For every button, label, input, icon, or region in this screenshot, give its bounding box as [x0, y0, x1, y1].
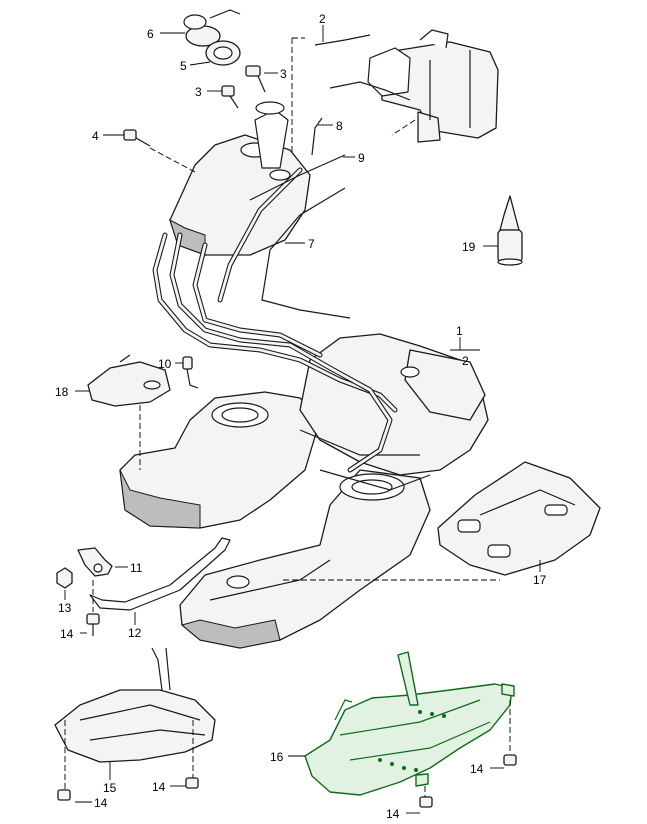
heat-shield-17[interactable]	[437, 461, 601, 576]
leader-lines	[64, 25, 541, 814]
callout-10: 10	[158, 357, 172, 371]
callout-16: 16	[270, 750, 284, 764]
callout-3-a: 3	[280, 67, 287, 81]
callout-7: 7	[308, 237, 315, 251]
bracket-11[interactable]	[77, 547, 113, 577]
filler-cap[interactable]	[183, 9, 241, 47]
underbody-shield-15[interactable]	[54, 647, 216, 763]
bolt-14-shield16-b[interactable]	[419, 796, 433, 808]
bolt-14-shield15-b[interactable]	[185, 777, 199, 789]
sealant-bottle-19[interactable]	[497, 195, 523, 266]
callout-4: 4	[92, 129, 99, 143]
bolt-4[interactable]	[123, 129, 151, 147]
bolt-14-shield15-a[interactable]	[57, 789, 71, 801]
callout-labels: 1 2 2 3 3 4 5 6 7 8 9 10 11 12 13 14 14 …	[55, 12, 547, 821]
bolt-14-left[interactable]	[86, 613, 100, 636]
callout-12: 12	[128, 626, 142, 640]
callout-14-a: 14	[60, 627, 74, 641]
callout-1: 1	[456, 324, 463, 338]
bolt-3a[interactable]	[245, 65, 266, 93]
callout-17: 17	[533, 573, 547, 587]
callout-14-b: 14	[152, 780, 166, 794]
callout-14-d: 14	[470, 762, 484, 776]
pad-18[interactable]	[87, 354, 171, 407]
callout-19: 19	[462, 240, 476, 254]
callout-14-e: 14	[386, 807, 400, 821]
fuel-tank[interactable]	[119, 333, 489, 649]
callout-6: 6	[147, 27, 154, 41]
tank-strap-12[interactable]	[89, 537, 231, 611]
charcoal-canister[interactable]	[367, 29, 499, 143]
callout-5: 5	[180, 59, 187, 73]
nut-13[interactable]	[56, 567, 73, 589]
clip-10[interactable]	[182, 356, 199, 389]
seal-ring[interactable]	[205, 40, 241, 66]
bolt-14-shield16-a[interactable]	[503, 754, 517, 766]
filler-neck-housing[interactable]	[169, 101, 311, 256]
callout-11: 11	[130, 561, 143, 575]
bolt-3b[interactable]	[221, 85, 239, 109]
fuel-lines[interactable]	[152, 34, 411, 473]
callout-13: 13	[58, 601, 72, 615]
callout-3-b: 3	[195, 85, 202, 99]
callout-9: 9	[358, 151, 365, 165]
callout-8: 8	[336, 119, 343, 133]
callout-18: 18	[55, 385, 69, 399]
callout-2-top: 2	[319, 12, 326, 26]
callout-2-tank: 2	[462, 354, 469, 368]
callout-15: 15	[103, 781, 117, 795]
callout-14-c: 14	[94, 796, 108, 810]
underbody-shield-16-highlighted[interactable]	[304, 651, 515, 796]
